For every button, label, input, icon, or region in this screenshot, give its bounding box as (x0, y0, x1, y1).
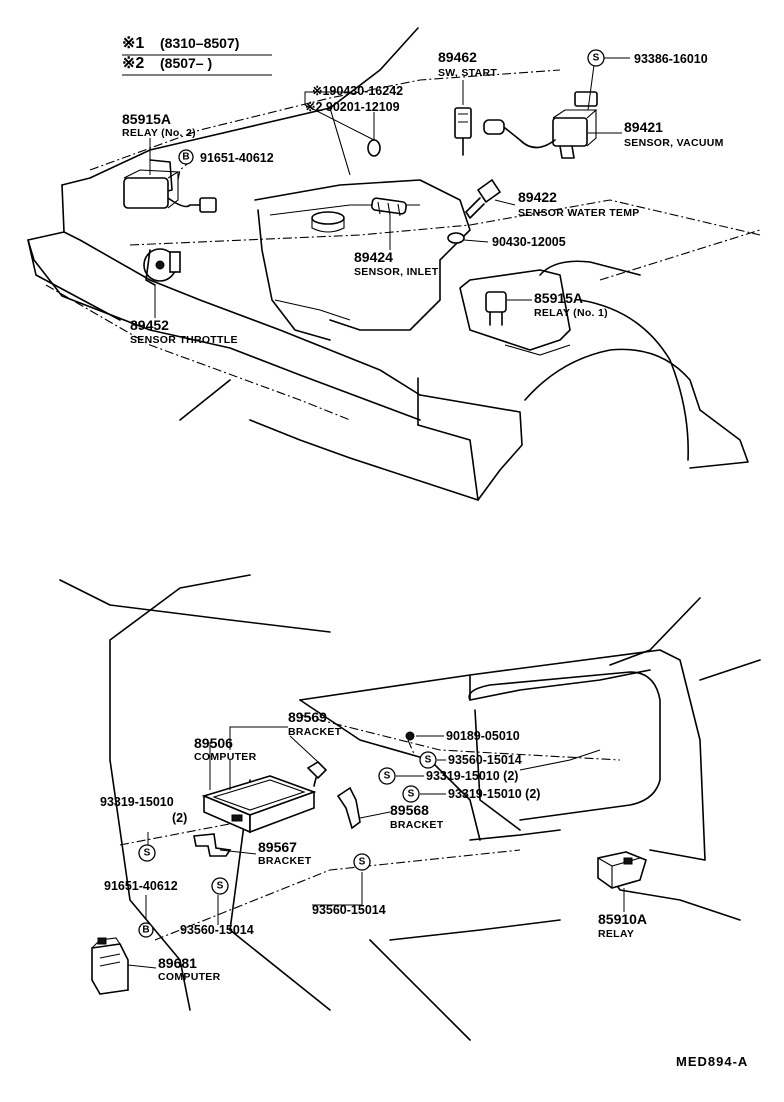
desc-89462: SW, START (438, 67, 497, 79)
relay-no1-part (485, 291, 507, 326)
diagram-reference-code: MED894-A (676, 1054, 748, 1069)
svg-text:※1: ※1 (122, 35, 144, 52)
legend-range-2: (8507– ) (160, 55, 212, 71)
label-90430-12005: 90430-12005 (492, 235, 566, 249)
label-89569: 89569 (288, 709, 327, 725)
symbol-b-91651-top (178, 149, 194, 165)
symbol-b-91651-top-text: B (182, 152, 189, 163)
engine-compartment-drawing (27, 27, 761, 501)
label-93560-15014-a: 93560-15014 (448, 753, 522, 767)
desc-89421: SENSOR, VACUUM (624, 137, 724, 149)
symbol-s-93319-left-text: S (144, 848, 151, 859)
symbol-s-93560-c-text: S (359, 857, 366, 868)
computer-89506-part (201, 775, 317, 834)
label-90201-12109: ※2 90201-12109 (305, 100, 400, 114)
legend-mark-2: ※2 (122, 55, 144, 72)
computer-89681-part (91, 937, 129, 995)
symbol-s-93319-a (378, 767, 396, 785)
label-89424: 89424 (354, 249, 393, 265)
label-89568: 89568 (390, 802, 429, 818)
label-85915a-no1: 85915A (534, 290, 583, 306)
desc-89506: COMPUTER (194, 751, 257, 763)
label-89681: 89681 (158, 955, 197, 971)
label-89462: 89462 (438, 49, 477, 65)
vacuum-sensor-part (483, 91, 598, 159)
label-89421: 89421 (624, 119, 663, 135)
symbol-s-93319-b (402, 785, 420, 803)
svg-text:※2: ※2 (122, 55, 144, 72)
desc-85915a-no1: RELAY (No. 1) (534, 307, 608, 319)
desc-89424: SENSOR, INLET (354, 266, 439, 278)
legend-mark-1: ※1 (122, 35, 144, 52)
desc-89422: SENSOR WATER TEMP (518, 207, 640, 219)
water-temp-sensor-part (465, 178, 502, 219)
bracket-89569-part (306, 760, 328, 787)
desc-85910a: RELAY (598, 928, 634, 940)
label-90189-05010: 90189-05010 (446, 729, 520, 743)
label-85910a: 85910A (598, 911, 647, 927)
relay-85910a-part (597, 851, 647, 889)
symbol-s-93319-left (138, 844, 156, 862)
symbol-s-93319-b-text: S (408, 789, 415, 800)
desc-89452: SENSOR THROTTLE (130, 334, 238, 346)
label-85915a-no2: 85915A (122, 111, 171, 127)
desc-89567: BRACKET (258, 855, 312, 867)
symbol-s-93386-text: S (593, 53, 600, 64)
label-93319-15010-b: 93319-15010 (2) (448, 787, 540, 801)
symbol-s-93319-a-text: S (384, 771, 391, 782)
date-legend: ※1 (8310–8507) ※2 (8507– ) (122, 35, 272, 76)
desc-89681: COMPUTER (158, 971, 221, 983)
bottom-leader-lines (127, 726, 625, 969)
label-89506: 89506 (194, 735, 233, 751)
gasket-parts (367, 139, 465, 244)
symbol-s-93386 (587, 49, 605, 67)
relay-no2-part (123, 169, 217, 213)
label-93319-15010-a: 93319-15010 (2) (426, 769, 518, 783)
label-89567: 89567 (258, 839, 297, 855)
symbol-s-93560-a-text: S (425, 755, 432, 766)
start-switch-part (454, 107, 472, 156)
legend-range-1: (8310–8507) (160, 35, 239, 51)
symbol-b-91651-bottom (138, 922, 154, 938)
label-89422: 89422 (518, 189, 557, 205)
label-91651-40612-bottom: 91651-40612 (104, 879, 178, 893)
symbol-s-93560-b-text: S (217, 881, 224, 892)
nut-90189-part (405, 731, 415, 741)
symbol-s-93560-b (211, 877, 229, 895)
dashboard-drawing (59, 574, 761, 1041)
symbol-s-93560-a (419, 751, 437, 769)
symbol-s-93560-c (353, 853, 371, 871)
desc-89568: BRACKET (390, 819, 444, 831)
label-93386-16010: 93386-16010 (634, 52, 708, 66)
bracket-89568-part (336, 786, 361, 830)
label-93560-15014-c: 93560-15014 (312, 903, 386, 917)
throttle-sensor-part (143, 248, 181, 286)
desc-89569: BRACKET (288, 726, 342, 738)
label-93560-15014-b: 93560-15014 (180, 923, 254, 937)
bracket-89567-part (193, 833, 232, 857)
label-89452: 89452 (130, 317, 169, 333)
qty-93319-15010-left: (2) (172, 811, 187, 825)
label-90430-16242: ※190430-16242 (312, 84, 403, 98)
inlet-sensor-part (371, 197, 407, 217)
desc-85915a-no2: RELAY (No. 2) (122, 127, 196, 139)
symbol-b-91651-bottom-text: B (142, 925, 149, 936)
label-93319-15010-left: 93319-15010 (100, 795, 174, 809)
label-91651-40612-top: 91651-40612 (200, 151, 274, 165)
top-leader-lines (149, 57, 630, 318)
